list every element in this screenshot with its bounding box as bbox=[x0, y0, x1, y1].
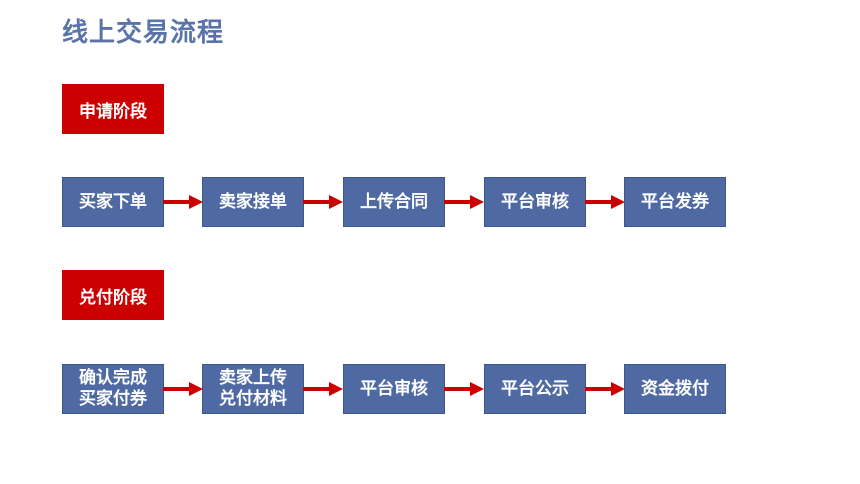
step-label: 上传合同 bbox=[360, 191, 428, 212]
step-box-buyer-order: 买家下单 bbox=[62, 177, 164, 227]
stage-label-pay: 兑付阶段 bbox=[62, 270, 164, 320]
arrow-right-icon bbox=[444, 195, 484, 209]
step-box-platform-review: 平台审核 bbox=[484, 177, 586, 227]
arrow-right-icon bbox=[585, 195, 625, 209]
arrow-right-icon bbox=[163, 195, 203, 209]
page-title: 线上交易流程 bbox=[62, 18, 225, 48]
arrow-right-icon bbox=[585, 382, 625, 396]
step-box-platform-announce: 平台公示 bbox=[484, 364, 586, 414]
step-label: 平台审核 bbox=[501, 191, 569, 212]
step-box-platform-issue-coupon: 平台发券 bbox=[624, 177, 726, 227]
step-box-confirm-pay: 确认完成 买家付券 bbox=[62, 364, 164, 414]
step-label: 平台公示 bbox=[501, 378, 569, 399]
step-label: 卖家上传 兑付材料 bbox=[219, 368, 287, 409]
arrow-right-icon bbox=[303, 195, 343, 209]
step-box-upload-contract: 上传合同 bbox=[343, 177, 445, 227]
step-box-seller-upload-materials: 卖家上传 兑付材料 bbox=[202, 364, 304, 414]
arrow-right-icon bbox=[444, 382, 484, 396]
step-label: 确认完成 买家付券 bbox=[79, 368, 147, 409]
step-label: 平台审核 bbox=[360, 378, 428, 399]
step-box-platform-review-2: 平台审核 bbox=[343, 364, 445, 414]
arrow-right-icon bbox=[163, 382, 203, 396]
step-box-fund-disbursement: 资金拨付 bbox=[624, 364, 726, 414]
step-label: 买家下单 bbox=[79, 191, 147, 212]
step-label: 平台发券 bbox=[641, 191, 709, 212]
arrow-right-icon bbox=[303, 382, 343, 396]
step-label: 卖家接单 bbox=[219, 191, 287, 212]
step-label: 资金拨付 bbox=[641, 378, 709, 399]
step-box-seller-accept: 卖家接单 bbox=[202, 177, 304, 227]
stage-label-apply: 申请阶段 bbox=[62, 84, 164, 134]
